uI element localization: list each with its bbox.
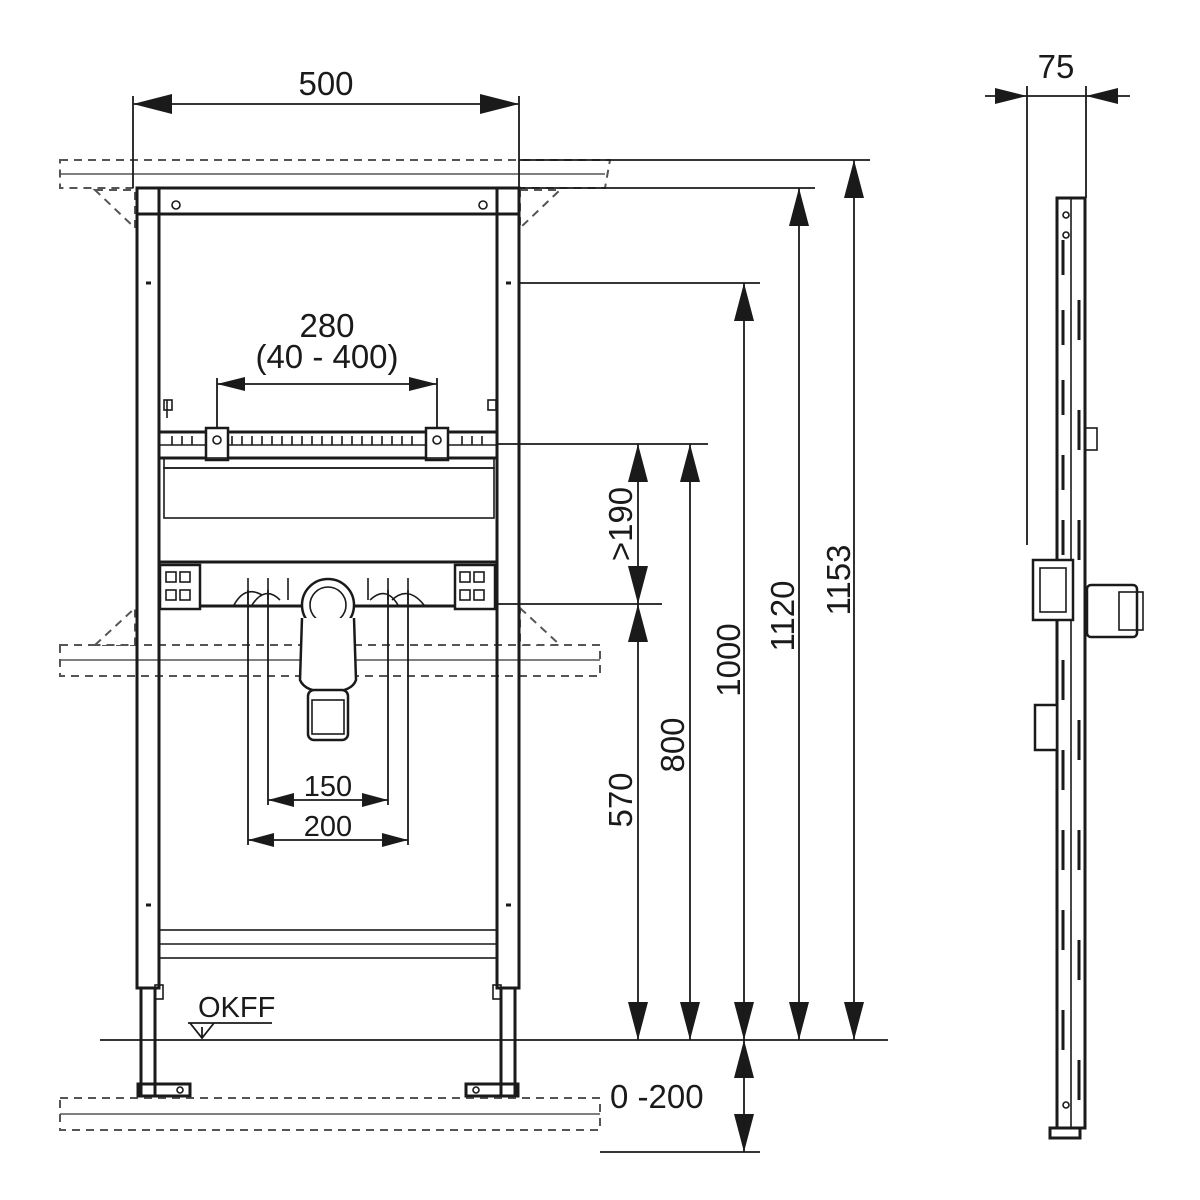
dim-profile-depth-label: 75	[1038, 48, 1075, 85]
okff-label: OKFF	[198, 992, 275, 1024]
dim-frame-width-label: 500	[298, 65, 353, 102]
dim-inlet-inner-label: 150	[304, 771, 352, 803]
dim-frame-height-label: 1120	[764, 581, 801, 652]
floor-band	[59, 1097, 601, 1131]
dim-drain-range-label: (40 - 400)	[255, 338, 398, 375]
ceiling-band	[59, 159, 612, 231]
dim-rail-gap-label: >190	[602, 487, 639, 561]
mounting-rail	[157, 399, 499, 519]
side-view	[985, 86, 1144, 1140]
dim-inlet-outer-label: 200	[304, 811, 352, 843]
dim-rail-height-label: 800	[654, 717, 691, 772]
dim-top-mount-height-label: 1000	[710, 623, 747, 696]
dim-drain-spacing-label: 280	[299, 307, 354, 344]
dim-drain-height-label: 570	[602, 772, 639, 827]
dim-floor-adjust-label: 0 -200	[610, 1078, 704, 1115]
dimension-lines	[100, 94, 888, 1153]
drain-assembly	[157, 560, 499, 742]
dim-overall-height-label: 1153	[820, 545, 857, 616]
